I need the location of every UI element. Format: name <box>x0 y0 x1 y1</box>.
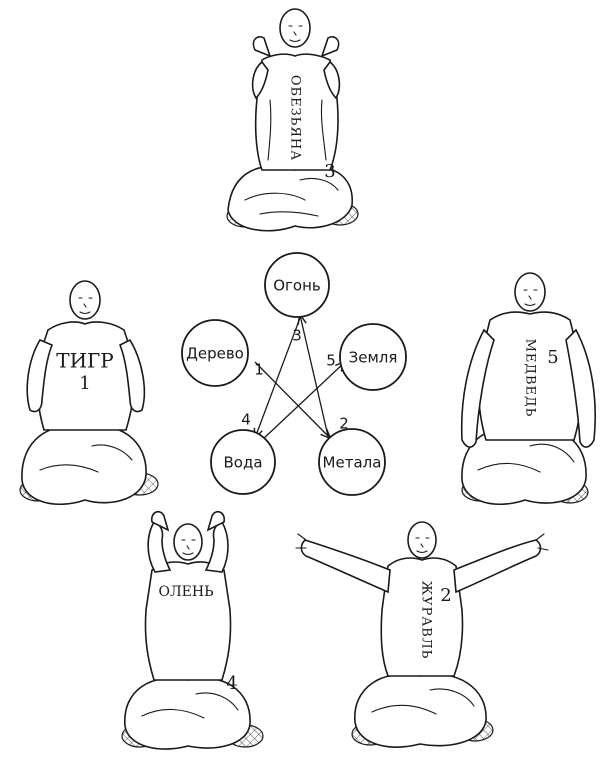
arrow-fire-water <box>255 317 301 438</box>
node-wood: Дерево <box>181 319 249 387</box>
arrow-metal-fire <box>300 315 329 437</box>
deer-label: ОЛЕНЬ <box>158 584 213 600</box>
node-earth-label: Земля <box>349 349 398 367</box>
node-wood-label: Дерево <box>186 345 244 363</box>
cycle-number-5: 5 <box>326 352 336 370</box>
cycle-number-2: 2 <box>339 415 349 433</box>
node-metal: Метала <box>318 428 386 496</box>
crane-number: 2 <box>440 585 451 606</box>
node-fire-label: Огонь <box>273 277 321 295</box>
bear-label: МЕДВЕДЬ <box>523 339 538 418</box>
node-water-label: Вода <box>223 454 262 472</box>
cycle-number-1: 1 <box>254 361 264 379</box>
node-metal-label: Метала <box>323 454 382 472</box>
cycle-number-4: 4 <box>241 411 251 429</box>
tiger-figure: ТИГР 1 <box>19 280 159 506</box>
elements-cycle: Огонь Дерево Земля Вода Метала 1 2 3 4 5 <box>181 252 407 496</box>
arrow-water-earth <box>261 362 345 441</box>
node-earth: Земля <box>339 323 407 391</box>
node-water: Вода <box>210 429 276 495</box>
tiger-number: 1 <box>79 373 90 394</box>
arrow-wood-metal <box>254 361 330 438</box>
crane-label: ЖУРАВЛЬ <box>419 581 434 660</box>
bear-figure: МЕДВЕДЬ 5 <box>460 272 596 506</box>
monkey-number: 3 <box>324 161 335 182</box>
cycle-number-3: 3 <box>292 327 302 345</box>
crane-figure: ЖУРАВЛЬ 2 <box>295 521 549 748</box>
tiger-label: ТИГР <box>56 349 113 373</box>
monkey-figure: ОБЕЗЬЯНА 3 <box>226 8 359 232</box>
deer-figure: ОЛЕНЬ 4 <box>121 510 264 750</box>
deer-number: 4 <box>226 673 237 694</box>
bear-number: 5 <box>547 347 558 368</box>
monkey-label: ОБЕЗЬЯНА <box>288 75 303 161</box>
node-fire: Огонь <box>264 252 330 318</box>
